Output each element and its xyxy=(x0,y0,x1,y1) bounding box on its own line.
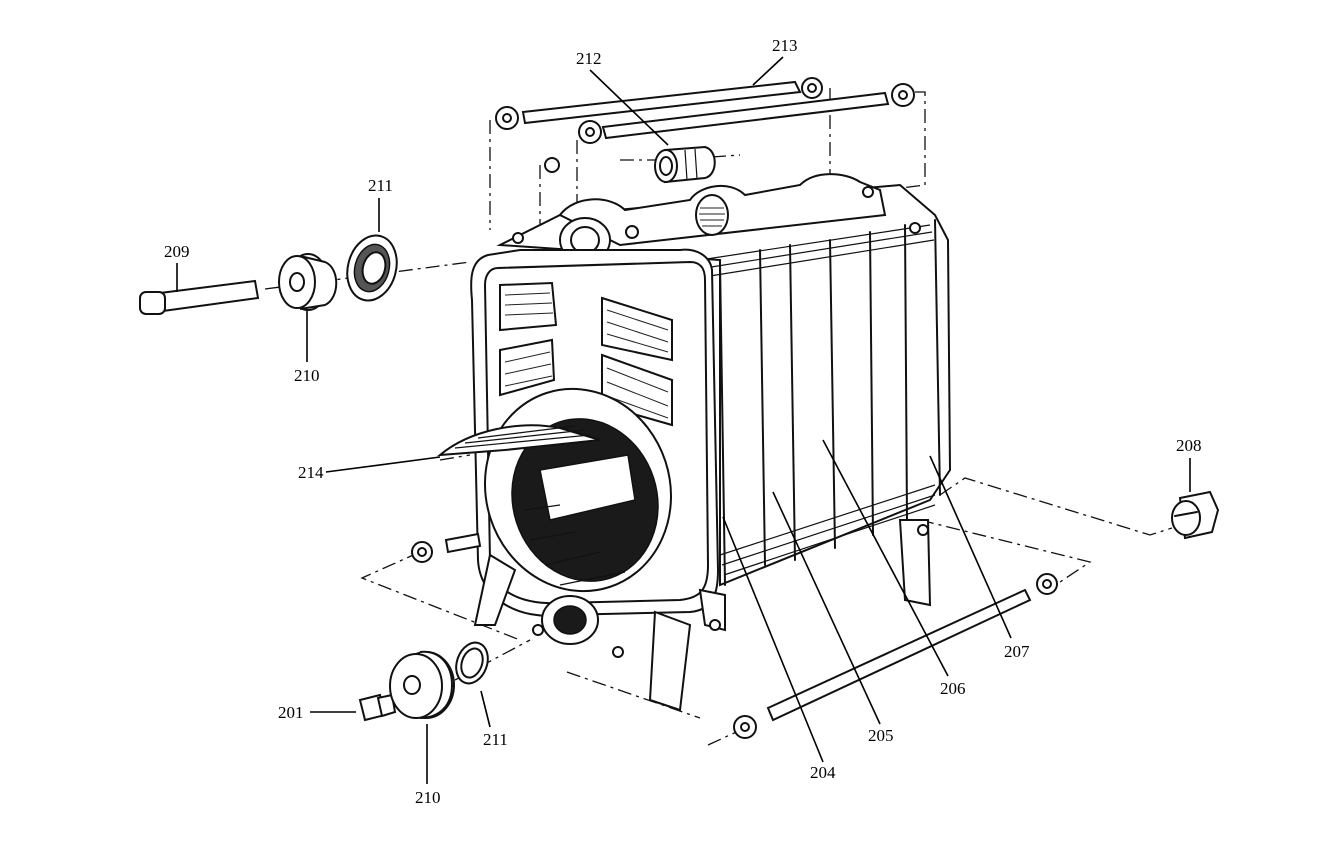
callouts: 201 204 205 206 207 208 209 210 210 211 … xyxy=(164,36,1202,807)
leader-214 xyxy=(325,456,441,473)
drain-valve-201 xyxy=(358,693,397,722)
callout-205: 205 xyxy=(868,726,894,745)
callout-206: 206 xyxy=(940,679,966,698)
callout-211-bottom: 211 xyxy=(483,730,508,749)
leader-211-bottom xyxy=(480,690,491,728)
callout-212: 212 xyxy=(576,49,602,68)
plug-210-top xyxy=(278,253,338,311)
callout-204: 204 xyxy=(810,763,836,782)
gasket-211-top xyxy=(346,234,398,302)
plug-208 xyxy=(1171,490,1220,540)
callout-209: 209 xyxy=(164,242,190,261)
callout-208: 208 xyxy=(1176,436,1202,455)
boiler-body xyxy=(496,173,952,587)
callout-210-top: 210 xyxy=(294,366,320,385)
callout-201: 201 xyxy=(278,703,304,722)
front-section xyxy=(470,248,932,712)
leader-213 xyxy=(752,56,784,86)
leader-204 xyxy=(722,516,824,763)
tie-rods-top xyxy=(495,77,915,173)
leader-212 xyxy=(589,69,669,146)
gasket-211-bottom xyxy=(455,641,489,685)
leader-207 xyxy=(929,455,1012,639)
deflector-214 xyxy=(436,424,601,457)
callout-213: 213 xyxy=(772,36,798,55)
callout-207: 207 xyxy=(1004,642,1030,661)
assembly-axis-lines xyxy=(264,88,1173,746)
leader-206 xyxy=(822,439,949,677)
callout-214: 214 xyxy=(298,463,324,482)
tie-rod-bottom xyxy=(411,532,1058,739)
sensor-pocket-209 xyxy=(139,279,260,315)
callout-210-bottom: 210 xyxy=(415,788,441,807)
leader-205 xyxy=(772,491,881,725)
callout-211-top: 211 xyxy=(368,176,393,195)
plug-210-bottom xyxy=(389,650,455,719)
nipple-212 xyxy=(654,145,716,184)
